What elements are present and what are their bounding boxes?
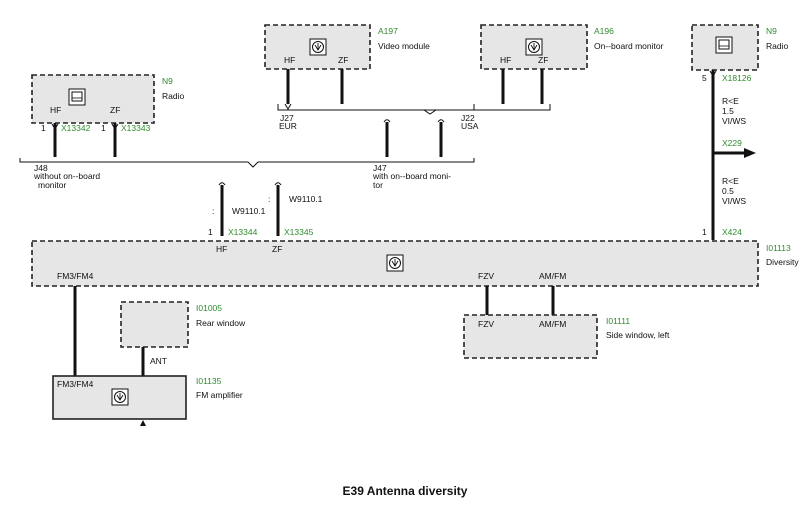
component-name: Radio <box>162 91 184 101</box>
connector-num: 1 <box>208 227 213 237</box>
component-id: I01113 <box>766 243 791 253</box>
pin-amfm-label: AM/FM <box>539 271 566 281</box>
connector-num: 1 <box>101 123 106 133</box>
component-name: Side window, left <box>606 330 670 340</box>
connector-x13344: X13344 <box>228 227 258 237</box>
pin-fm-label: FM3/FM4 <box>57 379 94 389</box>
connector-x424: X424 <box>722 227 742 237</box>
connector-x13343: X13343 <box>121 123 151 133</box>
connector-x13342: X13342 <box>61 123 91 133</box>
connector-x229: X229 <box>722 138 742 148</box>
pin-hf-label: HF <box>50 105 61 115</box>
component-id: A196 <box>594 26 614 36</box>
radio-icon <box>715 36 733 54</box>
spec-label: 0.5 <box>722 186 734 196</box>
arrow-right-icon <box>744 148 756 158</box>
diversity-module: HF ZF FM3/FM4 FZV AM/FM I01113 Diversity <box>31 240 799 287</box>
antenna-icon <box>309 38 327 56</box>
radio-icon <box>68 88 86 106</box>
splice-desc: without on--board <box>33 171 100 181</box>
component-name: Radio <box>766 41 788 51</box>
connector-x13345: X13345 <box>284 227 314 237</box>
side-window-component: FZV AM/FM I01111 Side window, left <box>463 314 670 359</box>
wire-label: W9110.1 <box>289 194 323 204</box>
video-module: HF ZF A197 Video module <box>264 24 430 70</box>
pin-hf-label: HF <box>284 55 295 65</box>
component-name: On--board monitor <box>594 41 664 51</box>
component-name: Rear window <box>196 318 246 328</box>
fm-amplifier-module: FM3/FM4 I01135 FM amplifier <box>52 375 243 426</box>
antenna-icon <box>525 38 543 56</box>
spec-label: 1.5 <box>722 106 734 116</box>
pin-hf-label: HF <box>216 244 227 254</box>
connector-num: 1 <box>41 123 46 133</box>
svg-text::: : <box>268 194 270 204</box>
splice-label: J48 <box>34 163 48 173</box>
wire-label: W9110.1 <box>232 206 266 216</box>
pin-amfm-label: AM/FM <box>539 319 566 329</box>
variant-label: EUR <box>279 121 297 131</box>
pin-zf-label: ZF <box>272 244 282 254</box>
antenna-icon <box>111 388 129 406</box>
pin-fm-label: FM3/FM4 <box>57 271 94 281</box>
connector-num: 5 <box>702 73 707 83</box>
svg-text::: : <box>212 206 214 216</box>
component-name: Video module <box>378 41 430 51</box>
onboard-monitor-module: HF ZF A196 On--board monitor <box>480 24 664 70</box>
splice-desc: tor <box>373 180 383 190</box>
component-id: I01005 <box>196 303 222 313</box>
splice-label: J27 <box>280 113 294 123</box>
spec-label: VI/WS <box>722 196 746 206</box>
component-name: FM amplifier <box>196 390 243 400</box>
component-id: I01111 <box>606 316 630 326</box>
splice-desc: monitor <box>38 180 67 190</box>
radio-right-module: N9 Radio <box>691 24 788 71</box>
connector-x18126: X18126 <box>722 73 752 83</box>
spec-label: R<E <box>722 176 739 186</box>
component-id: N9 <box>162 76 173 86</box>
spec-label: VI/WS <box>722 116 746 126</box>
splice-desc: with on--board moni- <box>372 171 451 181</box>
pin-zf-label: ZF <box>338 55 348 65</box>
variant-label: USA <box>461 121 479 131</box>
diagram-caption: E39 Antenna diversity <box>343 484 468 498</box>
pin-fzv-label: FZV <box>478 271 494 281</box>
splice-label: J47 <box>373 163 387 173</box>
pin-ant-label: ANT <box>150 356 167 366</box>
connector-num: 1 <box>702 227 707 237</box>
pin-fzv-label: FZV <box>478 319 494 329</box>
splice-label: J22 <box>461 113 475 123</box>
component-name: Diversity <box>766 257 799 267</box>
component-id: I01135 <box>196 376 222 386</box>
ground-icon <box>140 420 146 426</box>
component-id: N9 <box>766 26 777 36</box>
antenna-icon <box>386 254 404 272</box>
component-id: A197 <box>378 26 398 36</box>
pin-zf-label: ZF <box>110 105 120 115</box>
radio-left-module: HF ZF N9 Radio <box>31 74 184 124</box>
pin-hf-label: HF <box>500 55 511 65</box>
spec-label: R<E <box>722 96 739 106</box>
pin-zf-label: ZF <box>538 55 548 65</box>
rear-window-component: I01005 Rear window <box>120 301 246 348</box>
